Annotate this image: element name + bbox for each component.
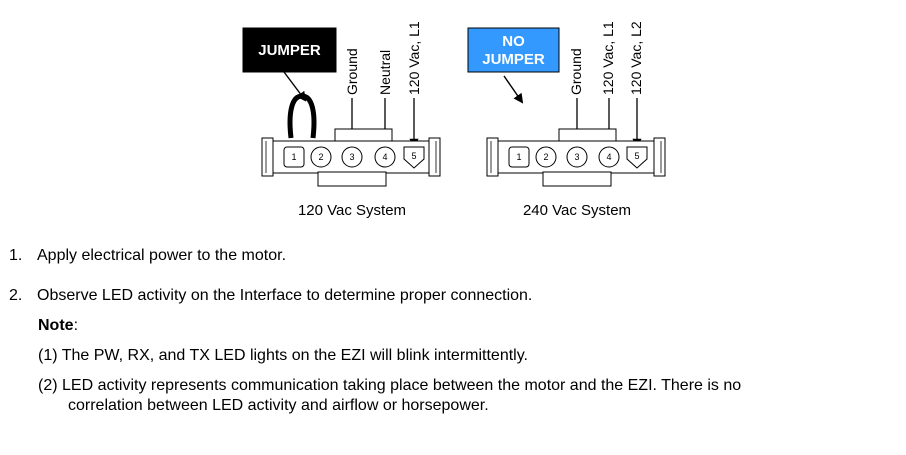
step-number: 2. <box>9 287 23 304</box>
svg-text:3: 3 <box>349 152 354 162</box>
wire-label-l1-240: 120 Vac, L1 <box>600 21 616 95</box>
note-item-1: (1) The PW, RX, and TX LED lights on the… <box>38 346 528 366</box>
svg-text:4: 4 <box>382 152 387 162</box>
note-item-2: (2) LED activity represents communicatio… <box>38 376 878 416</box>
wire-label-neutral: Neutral <box>377 50 393 95</box>
pin-3 <box>341 146 363 168</box>
note-title: Note <box>38 317 74 334</box>
pin-2-240 <box>535 146 557 168</box>
svg-text:5: 5 <box>411 151 416 161</box>
caption-240vac: 240 Vac System <box>523 202 631 219</box>
pin-3-240 <box>566 146 588 168</box>
right-connector-diagram: NO JUMPER Ground 120 Vac, L1 120 Vac, L2… <box>467 21 666 219</box>
jumper-box <box>242 27 337 73</box>
svg-text:2: 2 <box>318 152 323 162</box>
pin-2 <box>310 146 332 168</box>
step-number: 1. <box>9 247 23 264</box>
note-item-continuation: correlation between LED activity and air… <box>68 397 489 414</box>
svg-text:1: 1 <box>516 152 521 162</box>
no-jumper-label-line2: JUMPER <box>482 51 545 68</box>
no-jumper-arrow <box>503 75 524 104</box>
left-connector-diagram: JUMPER Ground Neutral 120 Vac, L1 1 2 3 … <box>242 21 441 219</box>
step-text: Apply electrical power to the motor. <box>37 247 287 264</box>
svg-text:5: 5 <box>634 151 639 161</box>
note-item-text: (2) LED activity represents communicatio… <box>38 377 742 394</box>
wire-label-l2-240: 120 Vac, L2 <box>628 21 644 95</box>
step-text: Observe LED activity on the Interface to… <box>37 287 533 304</box>
no-jumper-label-line1: NO <box>502 33 525 50</box>
wiring-diagram: JUMPER Ground Neutral 120 Vac, L1 1 2 3 … <box>242 21 666 219</box>
svg-text:2: 2 <box>543 152 548 162</box>
wire-label-ground-240: Ground <box>568 48 584 95</box>
pin-5-240 <box>626 146 648 169</box>
pin-4 <box>374 146 396 168</box>
jumper-wire <box>287 93 317 139</box>
connector-tab <box>317 171 387 187</box>
note-heading: Note: <box>38 316 78 336</box>
note-item-text: (1) The PW, RX, and TX LED lights on the… <box>38 347 528 364</box>
wire-label-ground: Ground <box>344 48 360 95</box>
wire-label-l1: 120 Vac, L1 <box>406 21 422 95</box>
pin-1 <box>283 146 305 168</box>
caption-120vac: 120 Vac System <box>298 202 406 219</box>
step-1: 1. Apply electrical power to the motor. <box>9 246 286 266</box>
svg-text:1: 1 <box>291 152 296 162</box>
jumper-label: JUMPER <box>258 42 321 59</box>
svg-text:4: 4 <box>606 152 611 162</box>
no-jumper-box <box>467 27 560 73</box>
pin-5 <box>403 146 425 169</box>
connector-tab-240 <box>542 171 612 187</box>
svg-text:3: 3 <box>574 152 579 162</box>
pin-4-240 <box>598 146 620 168</box>
note-colon: : <box>73 317 79 334</box>
step-2: 2. Observe LED activity on the Interface … <box>9 286 532 306</box>
pin-1-240 <box>508 146 530 168</box>
